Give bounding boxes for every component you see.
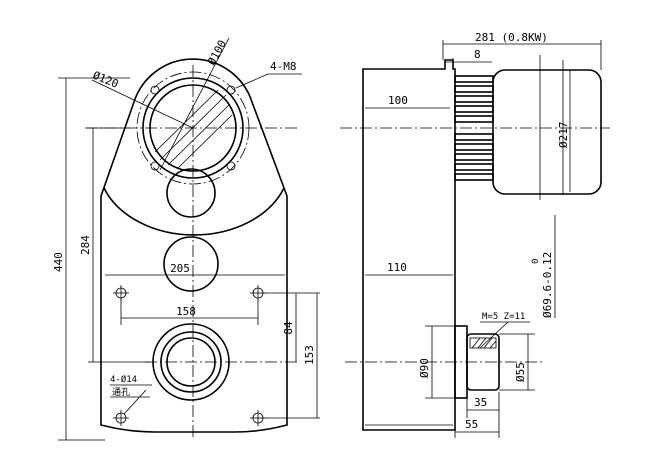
m8-hole [226, 85, 236, 95]
m8-hole [226, 161, 236, 171]
dim-8: 8 [474, 48, 481, 61]
dim-110: 110 [387, 261, 407, 274]
output-gear [466, 333, 500, 391]
side-body-outline [362, 59, 456, 431]
dim-84: 84 [282, 321, 295, 335]
dim-55: 55 [465, 418, 478, 431]
middle-circle-lower [163, 236, 219, 292]
middle-circle-upper [166, 168, 216, 218]
mount-holes [113, 285, 266, 426]
side-view: 281 (0.8KW) 8 100 Ø217 110 Ø69.6-0.12 0 … [340, 31, 610, 438]
dim-153: 153 [303, 345, 316, 365]
dim-phi90: Ø90 [418, 358, 431, 378]
gear-hatch [471, 337, 497, 349]
dim-phi55: Ø55 [514, 362, 527, 382]
dim-281-motor: 281 (0.8KW) [475, 31, 548, 44]
top-bore-outer [142, 77, 244, 179]
bore-hatching [154, 89, 233, 169]
motor-body [492, 69, 602, 195]
dim-shaft-tolerance: Ø69.6-0.12 [541, 252, 554, 318]
gear-teeth-section [469, 337, 497, 349]
dim-440: 440 [52, 252, 65, 272]
dim-284: 284 [79, 235, 92, 255]
dim-100: 100 [388, 94, 408, 107]
front-body-outline [100, 58, 288, 433]
dim-205: 205 [170, 262, 190, 275]
dim-tolerance-upper: 0 [531, 259, 541, 264]
dim-158: 158 [176, 305, 196, 318]
m8-hole [150, 85, 160, 95]
dim-4-m8: 4-M8 [270, 60, 297, 73]
m8-hole [150, 161, 160, 171]
dim-35: 35 [474, 396, 487, 409]
dim-phi100: Ø100 [205, 38, 229, 68]
through-hole-note: 通孔 [112, 387, 130, 398]
front-inner-arc [103, 187, 285, 236]
front-view: 440 284 205 158 84 153 Ø120 Ø100 4-M8 [52, 37, 320, 441]
gear-spec: M=5 Z=11 [482, 312, 525, 322]
dim-4-phi14: 4-Ø14 [110, 374, 137, 385]
dim-phi217: Ø217 [557, 122, 570, 149]
dim-phi120: Ø120 [91, 69, 120, 91]
